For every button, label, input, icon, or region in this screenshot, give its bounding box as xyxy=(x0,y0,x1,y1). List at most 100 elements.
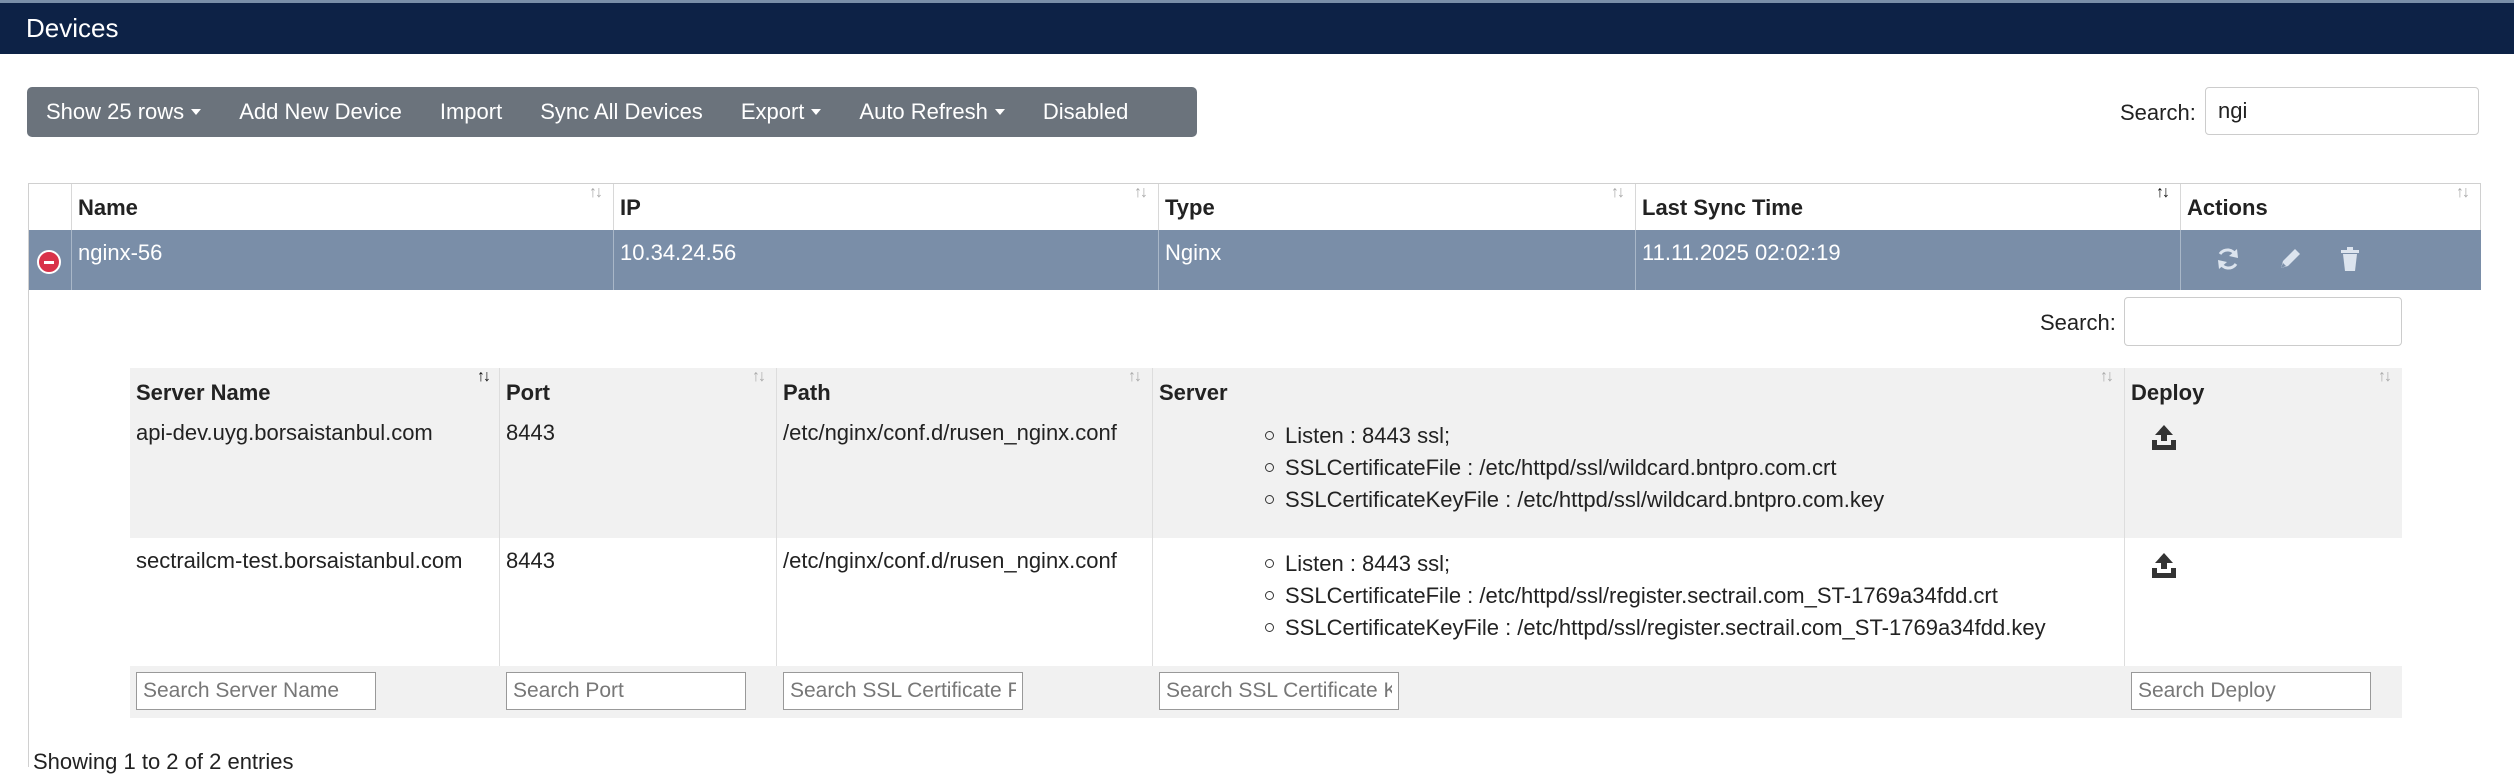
device-ip: 10.34.24.56 xyxy=(620,240,737,265)
auto-refresh-dropdown[interactable]: Auto Refresh xyxy=(840,87,1023,137)
cell-deploy xyxy=(2125,410,2402,538)
table-header: Name ↑↓ IP ↑↓ Type ↑↓ Last Sync Time ↑↓ … xyxy=(29,183,2481,231)
list-item: Listen : 8443 ssl; xyxy=(1263,548,2046,580)
search-label: Search: xyxy=(2120,100,2196,125)
column-label-ip: IP xyxy=(620,195,641,220)
top-header-bar: Devices xyxy=(0,0,2514,54)
column-label-server-name: Server Name xyxy=(136,380,271,405)
cell-port: 8443 xyxy=(500,410,777,538)
server-name: sectrailcm-test.borsaistanbul.com xyxy=(136,548,463,573)
export-label: Export xyxy=(740,99,805,124)
delete-icon[interactable] xyxy=(2335,244,2365,274)
list-item: SSLCertificateFile : /etc/httpd/ssl/wild… xyxy=(1263,452,1884,484)
list-item: SSLCertificateKeyFile : /etc/httpd/ssl/r… xyxy=(1263,612,2046,644)
column-label-last-sync: Last Sync Time xyxy=(1642,195,1803,220)
column-header-last-sync-time[interactable]: Last Sync Time ↑↓ xyxy=(1636,184,2181,230)
cell-port: 8443 xyxy=(500,538,777,666)
remove-row-icon[interactable] xyxy=(37,250,61,274)
add-new-device-label: Add New Device xyxy=(239,99,402,124)
toolbar: Show 25 rows Add New Device Import Sync … xyxy=(27,87,1197,137)
inner-search-input[interactable] xyxy=(2124,297,2402,346)
sync-all-label: Sync All Devices xyxy=(540,99,703,124)
column-header-deploy[interactable]: Deploy ↑↓ xyxy=(2125,368,2402,410)
sort-icon[interactable]: ↑↓ xyxy=(752,368,766,385)
column-header-path[interactable]: Path ↑↓ xyxy=(777,368,1153,410)
port: 8443 xyxy=(506,548,555,573)
server-directive-list: Listen : 8443 ssl; SSLCertificateFile : … xyxy=(1263,420,1884,516)
devices-table: Name ↑↓ IP ↑↓ Type ↑↓ Last Sync Time ↑↓ … xyxy=(28,183,2481,767)
cell-last-sync: 11.11.2025 02:02:19 xyxy=(1636,230,2181,290)
deploy-upload-icon[interactable] xyxy=(2149,550,2179,580)
cell-ip: 10.34.24.56 xyxy=(614,230,1159,290)
filter-server-input[interactable] xyxy=(1159,672,1399,710)
refresh-icon[interactable] xyxy=(2213,244,2243,274)
sync-all-devices-button[interactable]: Sync All Devices xyxy=(521,87,722,137)
list-item: SSLCertificateKeyFile : /etc/httpd/ssl/w… xyxy=(1263,484,1884,516)
cell-server: Listen : 8443 ssl; SSLCertificateFile : … xyxy=(1153,410,2125,538)
list-item: SSLCertificateFile : /etc/httpd/ssl/regi… xyxy=(1263,580,2046,612)
column-header-server[interactable]: Server ↑↓ xyxy=(1153,368,2125,410)
cell-name: nginx-56 xyxy=(72,230,614,290)
sort-icon[interactable]: ↑↓ xyxy=(2100,368,2114,385)
table-row: sectrailcm-test.borsaistanbul.com 8443 /… xyxy=(130,538,2402,666)
import-button[interactable]: Import xyxy=(421,87,521,137)
show-rows-dropdown[interactable]: Show 25 rows xyxy=(27,87,220,137)
table-row[interactable]: nginx-56 10.34.24.56 Nginx 11.11.2025 02… xyxy=(29,230,2481,290)
sort-icon[interactable]: ↑↓ xyxy=(589,184,603,201)
search-input[interactable] xyxy=(2205,87,2479,135)
cell-actions xyxy=(2181,230,2481,290)
deploy-upload-icon[interactable] xyxy=(2149,422,2179,452)
column-header-name[interactable]: Name ↑↓ xyxy=(72,184,614,230)
export-dropdown[interactable]: Export xyxy=(722,87,841,137)
filter-port-input[interactable] xyxy=(506,672,746,710)
expand-cell[interactable] xyxy=(29,230,72,290)
inner-search-label: Search: xyxy=(2040,310,2116,335)
table-row: api-dev.uyg.borsaistanbul.com 8443 /etc/… xyxy=(130,410,2402,538)
edit-icon[interactable] xyxy=(2275,244,2305,274)
column-header-type[interactable]: Type ↑↓ xyxy=(1159,184,1636,230)
device-last-sync: 11.11.2025 02:02:19 xyxy=(1642,240,1841,265)
path: /etc/nginx/conf.d/rusen_nginx.conf xyxy=(783,420,1117,445)
column-label-path: Path xyxy=(783,380,831,405)
column-filter-row xyxy=(130,666,2402,718)
port: 8443 xyxy=(506,420,555,445)
cell-server-name: sectrailcm-test.borsaistanbul.com xyxy=(130,538,500,666)
subtable-header: Server Name ↑↓ Port ↑↓ Path ↑↓ Server ↑↓… xyxy=(130,368,2402,410)
server-directive-list: Listen : 8443 ssl; SSLCertificateFile : … xyxy=(1263,548,2046,644)
column-header-port[interactable]: Port ↑↓ xyxy=(500,368,777,410)
caret-down-icon xyxy=(994,109,1005,115)
page-title: Devices xyxy=(26,13,119,43)
device-type: Nginx xyxy=(1165,240,1222,265)
disabled-button[interactable]: Disabled xyxy=(1024,87,1148,137)
cell-path: /etc/nginx/conf.d/rusen_nginx.conf xyxy=(777,538,1153,666)
column-label-deploy: Deploy xyxy=(2131,380,2205,405)
cell-path: /etc/nginx/conf.d/rusen_nginx.conf xyxy=(777,410,1153,538)
import-label: Import xyxy=(439,99,503,124)
disabled-label: Disabled xyxy=(1042,99,1129,124)
sort-icon[interactable]: ↑↓ xyxy=(1134,184,1148,201)
add-new-device-button[interactable]: Add New Device xyxy=(220,87,421,137)
filter-path-input[interactable] xyxy=(783,672,1023,710)
filter-deploy-input[interactable] xyxy=(2131,672,2371,710)
column-label-type: Type xyxy=(1165,195,1215,220)
column-header-actions[interactable]: Actions ↑↓ xyxy=(2181,184,2481,230)
column-label-server: Server xyxy=(1159,380,1228,405)
column-label-port: Port xyxy=(506,380,550,405)
sort-desc-icon[interactable]: ↑↓ xyxy=(2156,184,2170,201)
sort-asc-icon[interactable]: ↑↓ xyxy=(477,368,491,385)
device-name: nginx-56 xyxy=(78,240,163,265)
column-label-actions: Actions xyxy=(2187,195,2268,220)
cell-deploy xyxy=(2125,538,2402,666)
column-header-ip[interactable]: IP ↑↓ xyxy=(614,184,1159,230)
sort-icon[interactable]: ↑↓ xyxy=(1611,184,1625,201)
entries-info: Showing 1 to 2 of 2 entries xyxy=(33,749,294,774)
column-label-name: Name xyxy=(78,195,138,220)
filter-server-name-input[interactable] xyxy=(136,672,376,710)
server-name: api-dev.uyg.borsaistanbul.com xyxy=(136,420,433,445)
sort-icon[interactable]: ↑↓ xyxy=(2378,368,2392,385)
column-header-server-name[interactable]: Server Name ↑↓ xyxy=(130,368,500,410)
sort-icon[interactable]: ↑↓ xyxy=(1128,368,1142,385)
sort-icon[interactable]: ↑↓ xyxy=(2456,184,2470,201)
cell-server-name: api-dev.uyg.borsaistanbul.com xyxy=(130,410,500,538)
path: /etc/nginx/conf.d/rusen_nginx.conf xyxy=(783,548,1117,573)
